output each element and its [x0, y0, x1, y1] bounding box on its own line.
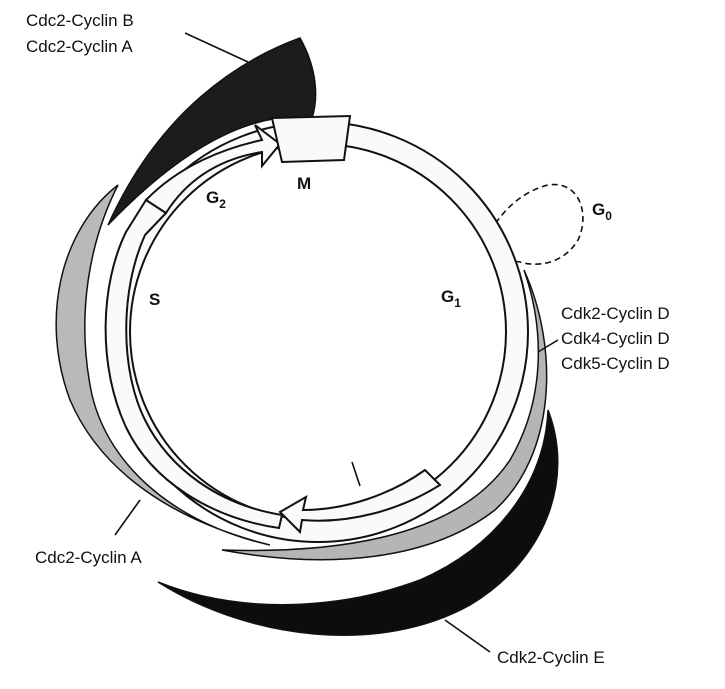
m-phase-block [270, 114, 352, 164]
leader-cyclin-a [114, 499, 141, 536]
label-cdc2-cyclin-a-top: Cdc2-Cyclin A [26, 37, 133, 56]
cyclin-d-band [221, 269, 548, 561]
s-phase-block [104, 198, 284, 530]
cyclin-e-band [157, 409, 559, 636]
label-cdc2-cyclin-a-bottom: Cdc2-Cyclin A [35, 548, 142, 567]
label-cdk2-cyclin-e: Cdk2-Cyclin E [497, 648, 605, 667]
phase-label-m: M [297, 174, 311, 193]
label-cdk4-cyclin-d: Cdk4-Cyclin D [561, 329, 670, 348]
label-cdk2-cyclin-d: Cdk2-Cyclin D [561, 304, 670, 323]
phase-label-s: S [149, 290, 160, 309]
phase-label-g0: G0 [592, 200, 612, 223]
cyclin-b-band [107, 37, 317, 226]
cycle-ring-inner [129, 143, 507, 521]
phase-label-g1: G1 [441, 287, 461, 310]
cyclin-a-band [55, 184, 271, 546]
label-cdk5-cyclin-d: Cdk5-Cyclin D [561, 354, 670, 373]
g0-dashed-loop [481, 183, 584, 265]
leader-cyclin-d [537, 339, 559, 353]
g2-arrow [144, 124, 282, 215]
g1-arrow [278, 468, 442, 535]
restriction-point-tick [351, 461, 361, 487]
label-cdc2-cyclin-b: Cdc2-Cyclin B [26, 11, 134, 30]
leader-cyclin-e [444, 619, 491, 653]
phase-label-g2: G2 [206, 188, 226, 211]
leader-cyclin-b [184, 32, 249, 63]
